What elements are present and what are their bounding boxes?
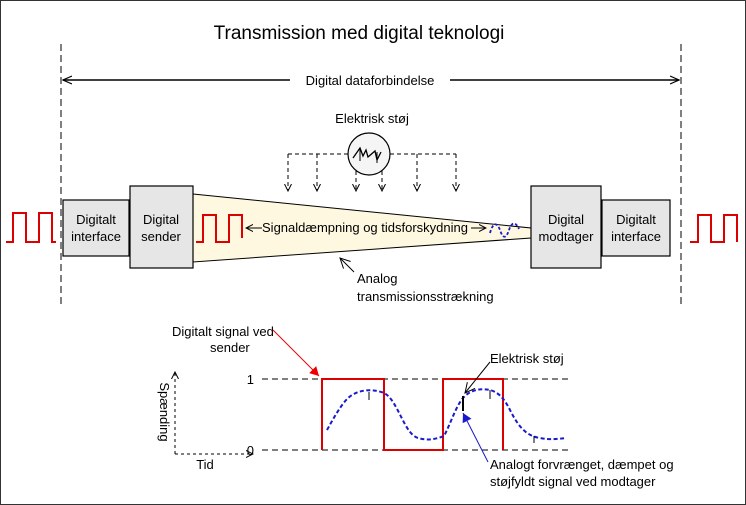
digital-signal-arrow <box>272 329 320 377</box>
sender-box <box>129 185 194 269</box>
diagram-title: Transmission med digital teknologi <box>214 23 505 44</box>
y-axis-label: Spænding <box>157 382 172 441</box>
analog-signal-label-1: Analogt forvrænget, dæmpet og <box>490 457 674 472</box>
square-wave-sent <box>196 214 243 243</box>
graph-noise-arrow <box>465 361 491 393</box>
x-axis-label: Tid <box>196 457 214 472</box>
graph-noise-label: Elektrisk støj <box>490 351 564 366</box>
analog-label-2: transmissionsstrækning <box>357 289 494 304</box>
digital-signal-label-1: Digitalt signal ved <box>172 324 274 339</box>
analog-wave-received <box>489 222 520 238</box>
attenuation-label: Signaldæmpning og tidsforskydning <box>262 220 468 235</box>
level-0-label: 0 <box>247 443 254 458</box>
receiver-label-2: modtager <box>539 229 595 244</box>
interface-right-label-2: interface <box>611 229 661 244</box>
digital-signal-label-2: sender <box>210 340 250 355</box>
span-label: Digital dataforbindelse <box>306 73 435 88</box>
interface-right-label-1: Digitalt <box>616 212 656 227</box>
square-wave-input <box>6 212 56 243</box>
analog-label-1: Analog <box>357 271 397 286</box>
analog-signal-label-2: støjfyldt signal ved modtager <box>490 474 656 489</box>
signal-graph: 1 0 Spænding Tid <box>157 372 568 472</box>
interface-left-label-2: interface <box>71 229 121 244</box>
receiver-label-1: Digital <box>548 212 584 227</box>
interface-left-label-1: Digitalt <box>76 212 116 227</box>
analog-signal-arrow <box>462 412 489 463</box>
noise-distribution <box>288 153 456 191</box>
sender-label-2: sender <box>141 229 181 244</box>
analog-signal <box>326 388 567 441</box>
interface-right-box <box>601 199 671 257</box>
noise-source-circle <box>347 132 391 176</box>
sender-label-1: Digital <box>143 212 179 227</box>
square-wave-output <box>690 214 738 243</box>
noise-source-label: Elektrisk støj <box>335 111 409 126</box>
receiver-box <box>530 185 602 269</box>
analog-label-arrow <box>340 258 355 273</box>
digital-signal <box>321 378 504 451</box>
interface-left-box <box>62 199 130 257</box>
level-1-label: 1 <box>247 372 254 387</box>
